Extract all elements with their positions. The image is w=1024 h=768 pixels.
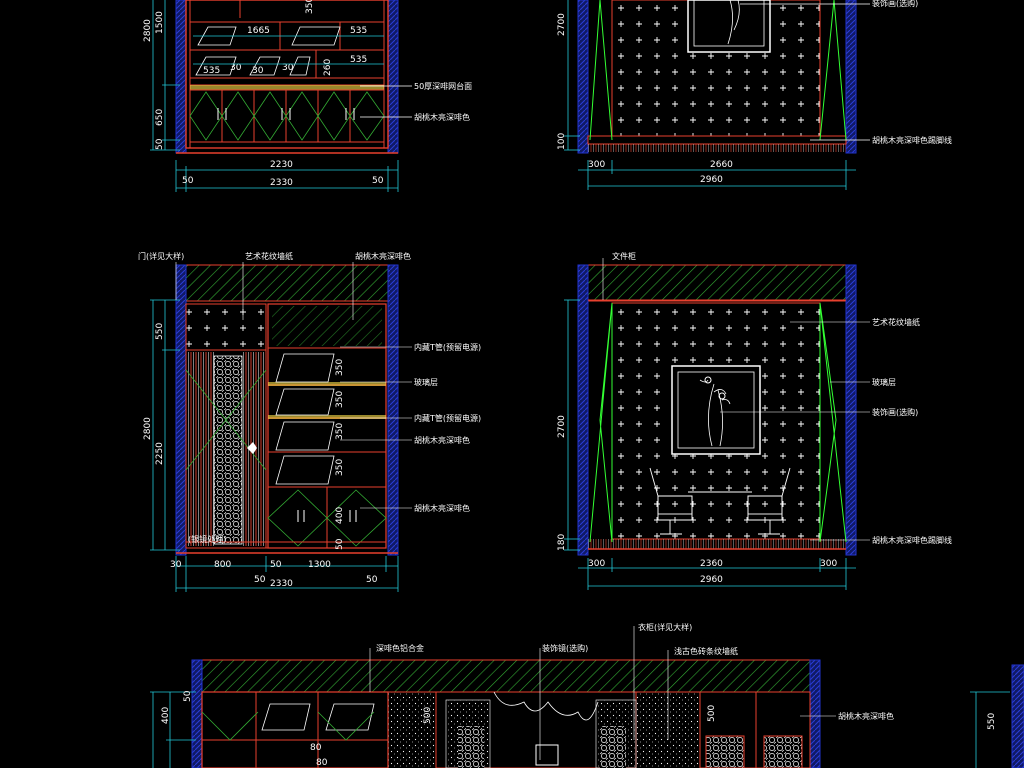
dim-bottom-2660: 2660 (710, 160, 733, 170)
elevation-top-left: 2800 1500 650 50 350 535 1665 30 535 535… (143, 0, 472, 192)
dim-mid-50b: 50 (254, 575, 266, 585)
dim-height-650: 650 (155, 109, 165, 126)
dim-bottom-80a: 80 (310, 743, 322, 753)
dim-height-2800: 2800 (143, 19, 153, 42)
dim-height-50: 50 (155, 138, 165, 150)
label-walnut-2: 胡桃木亮深啡色 (414, 503, 470, 513)
dim-inner-535b: 535 (350, 55, 367, 65)
label-glass-panel: 玻璃层 (872, 377, 896, 387)
dim-bottom-50a: 50 (182, 176, 194, 186)
dim-shelf-400: 400 (335, 507, 345, 524)
elevation-mid-left: 550 2800 2250 350 350 350 350 400 50 门(详… (138, 251, 481, 592)
dim-height-2700-top: 2700 (557, 13, 567, 36)
dim-height-2800-mid: 2800 (143, 417, 153, 440)
label-countertop: 50厚深啡网台面 (414, 81, 472, 91)
dim-right-550: 550 (987, 713, 997, 730)
label-art-wallpaper-right: 艺术花纹墙纸 (872, 317, 920, 327)
label-hidden-light-2: 内藏T管(预留电源) (414, 413, 481, 423)
dim-bottom-500b: 500 (707, 705, 717, 722)
dim-inner-535d: 30 (252, 66, 264, 76)
dim-bottom-50b: 50 (372, 176, 384, 186)
label-decor-picture-mid: 装饰画(选购) (872, 407, 918, 417)
dim-right-300b: 300 (820, 559, 837, 569)
dim-mid-50a: 50 (270, 560, 282, 570)
dim-right-2960: 2960 (700, 575, 723, 585)
label-cornice: 文件柜 (612, 251, 636, 261)
label-art-wallpaper-mid: 艺术花纹墙纸 (245, 251, 293, 261)
label-decor-picture-top: 装饰画(选购) (872, 0, 918, 8)
dim-inner-350: 350 (305, 0, 315, 14)
label-skirting-mid: 胡桃木亮深啡色踢脚线 (872, 535, 952, 545)
elevation-mid-right: 文件柜 艺术花纹墙纸 玻璃层 装饰画(选购) 胡桃木亮深啡色踢脚线 2700 1… (557, 251, 952, 590)
dim-shelf-350c: 350 (335, 423, 345, 440)
label-alloy: 深啡色铝合金 (376, 643, 424, 653)
dim-bottom-50v: 50 (183, 690, 193, 702)
dim-shelf-350b: 350 (335, 391, 345, 408)
dim-mid-1300: 1300 (308, 560, 331, 570)
dim-height-1500: 1500 (155, 11, 165, 34)
elevation-top-right: 装饰画(选购) 胡桃木亮深啡色踢脚线 2700 100 300 2660 296… (557, 0, 952, 190)
dim-height-2250: 2250 (155, 442, 165, 465)
dim-bottom-2330: 2330 (270, 178, 293, 188)
dim-shelf-50: 50 (335, 538, 345, 550)
dim-bottom-400: 400 (161, 707, 171, 724)
label-hidden-light-1: 内藏T管(预留电源) (414, 342, 481, 352)
dim-inner-30b: 30 (282, 63, 294, 73)
dim-bottom-500a: 500 (423, 707, 433, 724)
dim-height-550: 550 (155, 323, 165, 340)
label-walnut-bottom: 胡桃木亮深啡色 (838, 711, 894, 721)
label-glass-shelf: 玻璃层 (414, 377, 438, 387)
dim-inner-30a: 30 (230, 63, 242, 73)
dim-base-100: 100 (557, 133, 567, 150)
elevation-bottom: 深啡色铝合金 装饰镜(选购) 衣柜(详见大样) 浅古色砖条纹墙纸 胡桃木亮深啡色… (150, 622, 1024, 768)
dim-bottom-300-top: 300 (588, 160, 605, 170)
dim-inner-1665: 1665 (247, 26, 270, 36)
dim-inner-535a: 535 (350, 26, 367, 36)
dim-bottom-2230: 2230 (270, 160, 293, 170)
label-door-detail: 门(详见大样) (138, 251, 184, 261)
label-wardrobe: 衣柜(详见大样) (638, 622, 692, 632)
label-decor-mirror: 装饰镜(选购) (542, 643, 588, 653)
dim-inner-260: 260 (323, 59, 333, 76)
dim-mid-50c: 50 (366, 575, 378, 585)
label-stripe-wallpaper: 浅古色砖条纹墙纸 (674, 646, 738, 656)
dim-shelf-350a: 350 (335, 359, 345, 376)
dim-height-2700-mid: 2700 (557, 415, 567, 438)
label-walnut-1: 胡桃木亮深啡色 (414, 435, 470, 445)
dim-right-300a: 300 (588, 559, 605, 569)
dim-mid-30: 30 (170, 560, 182, 570)
dim-base-180: 180 (557, 534, 567, 551)
label-walnut-top: 胡桃木亮深啡色 (355, 251, 411, 261)
dim-inner-535c: 535 (203, 66, 220, 76)
label-skirting-top: 胡桃木亮深啡色踢脚线 (872, 135, 952, 145)
dim-shelf-350d: 350 (335, 459, 345, 476)
dim-bottom-80b: 80 (316, 758, 328, 768)
label-cabinet-walnut: 胡桃木亮深啡色 (414, 112, 470, 122)
dim-mid-2330: 2330 (270, 579, 293, 589)
dim-bottom-2960-top: 2960 (700, 175, 723, 185)
dim-right-2360: 2360 (700, 559, 723, 569)
dim-mid-800: 800 (214, 560, 231, 570)
label-etched-glass: (银镜处理) (188, 534, 226, 544)
